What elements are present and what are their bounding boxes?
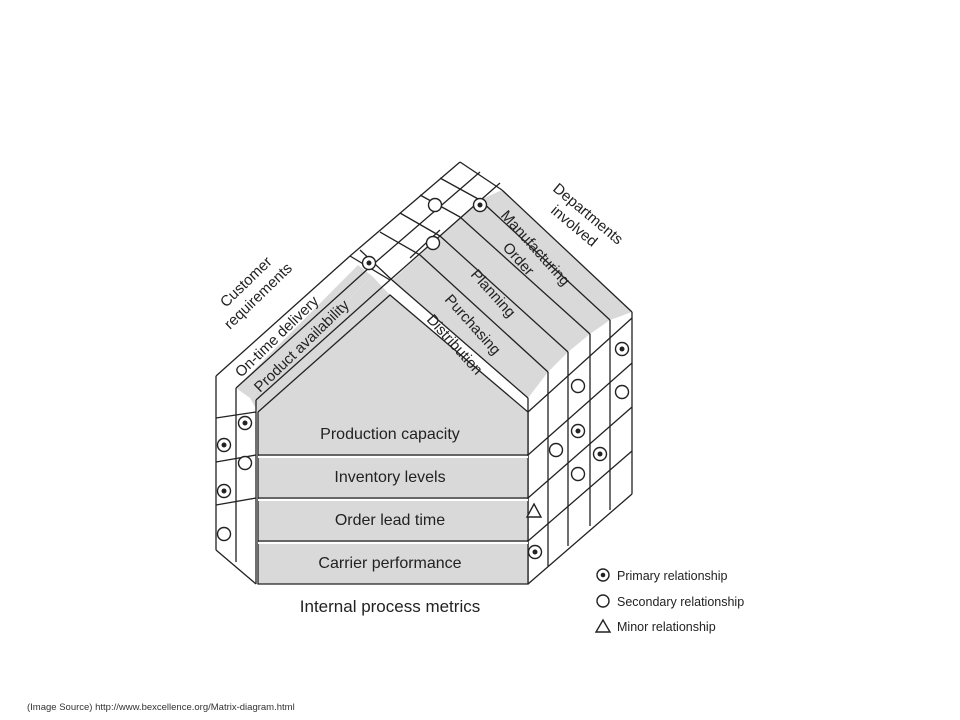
image-source-note: (Image Source) http://www.bexcellence.or… <box>27 702 295 713</box>
metric-label-carrier-performance: Carrier performance <box>318 555 461 572</box>
metrics-caption: Internal process metrics <box>300 597 480 616</box>
legend-label-minor: Minor relationship <box>617 620 716 634</box>
metric-label-production-capacity: Production capacity <box>320 426 460 443</box>
secondary-relationship-icon <box>614 384 630 400</box>
primary-relationship-dot <box>575 428 581 434</box>
metric-label-inventory-levels: Inventory levels <box>334 469 445 486</box>
secondary-relationship-icon <box>570 466 586 482</box>
primary-relationship-dot <box>221 442 227 448</box>
relationship-symbols <box>216 197 630 560</box>
legend-minor-icon <box>594 618 612 633</box>
legend: Primary relationship Secondary relations… <box>594 568 744 634</box>
primary-relationship-dot <box>619 346 625 352</box>
secondary-relationship-icon <box>427 197 443 213</box>
primary-relationship-dot <box>532 549 538 555</box>
primary-relationship-dot <box>597 451 603 457</box>
legend-primary-dot <box>600 572 606 578</box>
legend-secondary-icon <box>596 594 610 608</box>
secondary-relationship-icon <box>425 235 441 251</box>
metric-label-order-lead-time: Order lead time <box>335 512 445 529</box>
primary-relationship-dot <box>477 202 483 208</box>
secondary-relationship-icon <box>216 526 232 542</box>
metrics-block <box>257 294 529 585</box>
secondary-relationship-icon <box>237 455 253 471</box>
legend-label-primary: Primary relationship <box>617 569 728 583</box>
legend-label-secondary: Secondary relationship <box>617 595 744 609</box>
secondary-relationship-icon <box>548 442 564 458</box>
minor-relationship-icon <box>525 502 543 518</box>
primary-relationship-dot <box>221 488 227 494</box>
secondary-relationship-icon <box>570 378 586 394</box>
department-face <box>349 161 633 399</box>
primary-relationship-dot <box>366 260 372 266</box>
customer-face <box>215 265 390 585</box>
primary-relationship-dot <box>242 420 248 426</box>
